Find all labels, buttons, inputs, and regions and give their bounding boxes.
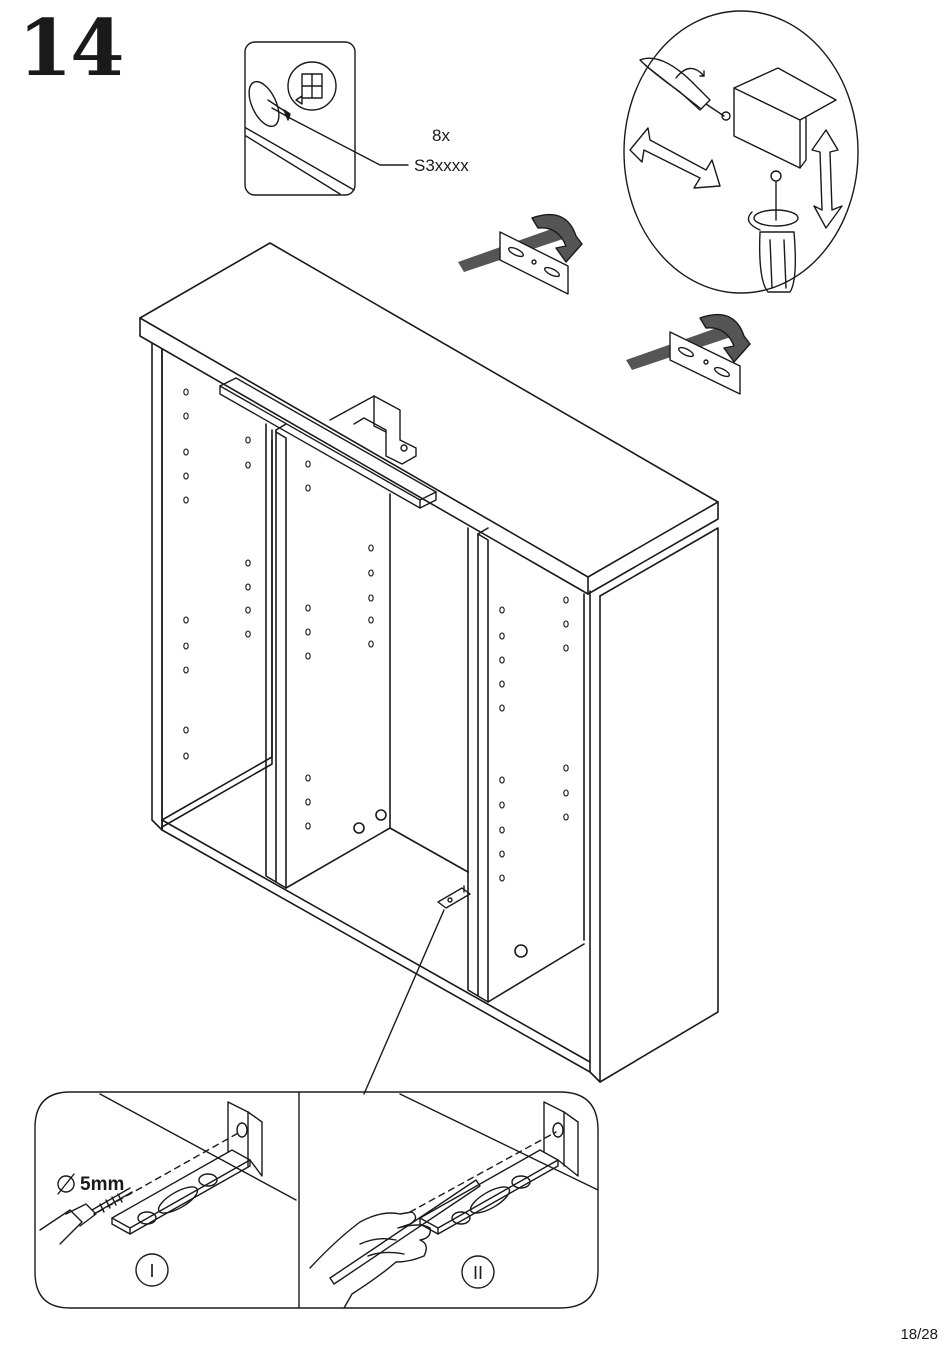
shelf-pin-hole (564, 597, 568, 603)
shelf-pin-hole (369, 617, 373, 623)
adjustment-detail-inset (624, 11, 858, 293)
shelf-pin-hole (246, 584, 250, 590)
drill-icon (40, 1188, 132, 1244)
adjust-arrow-icon (812, 130, 842, 228)
screw-head-icon (288, 62, 336, 110)
hanging-bracket-bottom (626, 315, 750, 394)
shelf-pin-hole (184, 449, 188, 455)
pencil-icon (330, 1180, 480, 1284)
shelf-pin-hole (306, 605, 310, 611)
shelf-pin-hole (184, 753, 188, 759)
shelf-pin-hole (306, 823, 310, 829)
mirror-cabinet-body (140, 243, 718, 1082)
shelf-pin-hole (184, 473, 188, 479)
mounting-bracket-callout (364, 886, 470, 1094)
drill-diameter-label: 5mm (80, 1174, 124, 1195)
shelf-pin-hole (306, 629, 310, 635)
shelf-pin-holes (184, 389, 568, 881)
shelf-pin-hole (184, 727, 188, 733)
step-marker-one: I (149, 1261, 154, 1281)
shelf-pin-hole (306, 799, 310, 805)
shelf-pin-hole (500, 827, 504, 833)
shelf-pin-hole (500, 802, 504, 808)
shelf-pin-hole (184, 643, 188, 649)
shelf-pin-hole (564, 814, 568, 820)
shelf-pin-hole (369, 570, 373, 576)
adjust-arrow-icon (630, 128, 720, 188)
shelf-pin-hole (184, 497, 188, 503)
shelf-pin-hole (369, 595, 373, 601)
shelf-pin-hole (500, 681, 504, 687)
shelf-pin-hole (184, 413, 188, 419)
shelf-pin-hole (184, 617, 188, 623)
screw-detail-inset (243, 42, 408, 195)
shelf-pin-hole (564, 645, 568, 651)
shelf-pin-hole (500, 705, 504, 711)
screw-icon (243, 77, 290, 131)
shelf-pin-hole (246, 631, 250, 637)
shelf-pin-hole (564, 621, 568, 627)
shelf-pin-hole (306, 485, 310, 491)
drill-detail-panel: 5mm I (40, 1094, 296, 1286)
shelf-pin-hole (500, 875, 504, 881)
shelf-pin-hole (306, 653, 310, 659)
shelf-pin-hole (369, 545, 373, 551)
pencil-detail-panel: II (310, 1094, 598, 1308)
shelf-pin-hole (184, 667, 188, 673)
shelf-pin-hole (184, 389, 188, 395)
step-marker-two: II (473, 1263, 483, 1283)
shelf-pin-hole (246, 560, 250, 566)
shelf-pin-hole (564, 790, 568, 796)
shelf-pin-hole (564, 765, 568, 771)
shelf-pin-hole (500, 777, 504, 783)
shelf-pin-hole (500, 657, 504, 663)
shelf-pin-hole (369, 641, 373, 647)
shelf-pin-hole (306, 461, 310, 467)
screwdriver-icon (754, 171, 798, 292)
shelf-pin-hole (246, 462, 250, 468)
screwdriver-icon (640, 58, 730, 120)
shelf-pin-hole (500, 633, 504, 639)
bottom-detail-panels: 5mm I (35, 1092, 598, 1308)
shelf-pin-hole (500, 607, 504, 613)
shelf-pin-hole (246, 437, 250, 443)
rotate-arrow-icon (748, 212, 760, 230)
hanging-bracket-top (458, 215, 582, 294)
shelf-pin-hole (500, 851, 504, 857)
shelf-pin-hole (306, 775, 310, 781)
shelf-pin-hole (246, 607, 250, 613)
